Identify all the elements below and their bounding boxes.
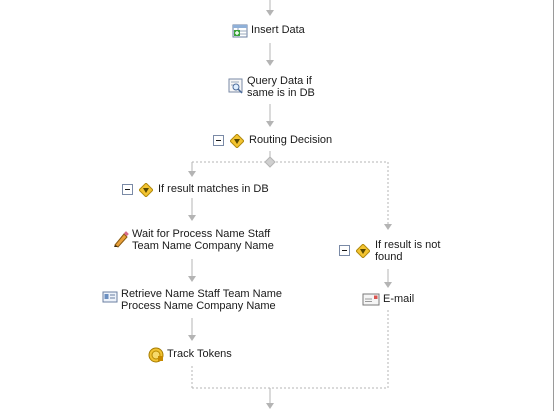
decision-diamond-icon (138, 182, 154, 200)
routing-decision-label: Routing Decision (249, 134, 333, 146)
query-data-text: Query Data if same is in DB (247, 75, 315, 99)
track-tokens-label: Track Tokens (167, 348, 232, 360)
branch-matches-label: If result matches in DB (158, 183, 269, 195)
retrieve-line1: Retrieve Name Staff Team Name (121, 288, 282, 300)
email-label: E-mail (383, 293, 415, 305)
arrowhead (266, 60, 274, 66)
branch-matches-activity[interactable]: If result matches in DB (122, 182, 269, 200)
query-data-icon (228, 78, 244, 97)
branch-not-found-line1: If result is not (375, 239, 441, 251)
split-junction-diamond (264, 156, 276, 168)
arrowhead (266, 403, 274, 409)
decision-diamond-icon (355, 243, 371, 261)
track-tokens-activity[interactable]: Track Tokens (148, 347, 232, 366)
arrowhead (188, 215, 196, 221)
collapse-icon[interactable] (122, 184, 133, 195)
wait-for-text: Wait for Process Name Staff Team Name Co… (132, 228, 274, 252)
branch-not-found-line2: found (375, 251, 403, 263)
arrowhead (384, 282, 392, 288)
wait-for-line1: Wait for Process Name Staff (132, 228, 271, 240)
arrowhead (266, 10, 274, 16)
email-activity[interactable]: E-mail (362, 293, 414, 309)
collapse-icon[interactable] (339, 245, 350, 256)
retrieve-line2: Process Name Company Name (121, 300, 276, 312)
arrowhead (188, 171, 196, 177)
insert-data-icon (232, 24, 248, 41)
arrowhead (188, 335, 196, 341)
wait-pencil-icon (112, 231, 129, 251)
email-icon (362, 293, 380, 309)
collapse-icon[interactable] (213, 135, 224, 146)
routing-decision-activity[interactable]: Routing Decision (213, 133, 333, 151)
retrieve-text: Retrieve Name Staff Team Name Process Na… (121, 288, 282, 312)
query-data-label-line2: same is in DB (247, 87, 315, 99)
query-data-label-line1: Query Data if (247, 75, 312, 87)
arrowhead (266, 121, 274, 127)
insert-data-activity[interactable]: Insert Data (232, 24, 305, 41)
decision-diamond-icon (229, 133, 245, 151)
wait-for-line2: Team Name Company Name (132, 240, 274, 252)
branch-not-found-activity[interactable]: If result is not found (339, 239, 440, 263)
retrieve-data-icon (102, 291, 118, 306)
query-data-activity[interactable]: Query Data if same is in DB (228, 75, 315, 99)
arrowhead (188, 276, 196, 282)
arrowhead (384, 224, 392, 230)
track-tokens-icon (148, 347, 164, 366)
wait-for-activity[interactable]: Wait for Process Name Staff Team Name Co… (112, 228, 274, 252)
branch-not-found-text: If result is not found (375, 239, 440, 263)
insert-data-label: Insert Data (251, 24, 305, 36)
retrieve-activity[interactable]: Retrieve Name Staff Team Name Process Na… (102, 288, 282, 312)
